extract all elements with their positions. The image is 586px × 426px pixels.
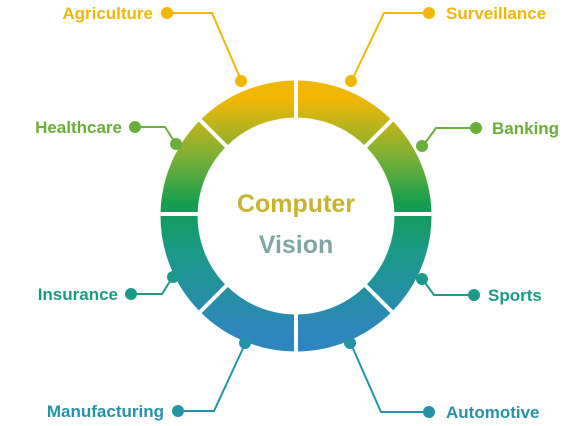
dot-sports-outer xyxy=(468,289,480,301)
ring-separators xyxy=(158,78,434,354)
label-agriculture: Agriculture xyxy=(62,4,153,23)
dot-manufacturing-outer xyxy=(172,405,184,417)
connector-automotive xyxy=(350,343,429,413)
label-sports: Sports xyxy=(488,286,542,305)
label-healthcare: Healthcare xyxy=(35,118,122,137)
dot-automotive-outer xyxy=(423,406,435,418)
dot-insurance-inner xyxy=(167,271,179,283)
ring xyxy=(158,78,434,354)
dot-agriculture-outer xyxy=(161,7,173,19)
connector-agriculture xyxy=(167,12,242,81)
dot-banking-inner xyxy=(416,140,428,152)
connector-insurance xyxy=(131,277,173,295)
dot-surveillance-inner xyxy=(345,75,357,87)
dot-banking-outer xyxy=(470,122,482,134)
dot-manufacturing-inner xyxy=(239,337,251,349)
dot-automotive-inner xyxy=(344,337,356,349)
center-title-line2: Vision xyxy=(259,231,334,259)
label-automotive: Automotive xyxy=(446,403,540,422)
connector-surveillance xyxy=(351,12,429,81)
label-insurance: Insurance xyxy=(38,285,118,304)
dot-insurance-outer xyxy=(125,288,137,300)
dot-agriculture-inner xyxy=(235,75,247,87)
connector-healthcare xyxy=(135,126,177,145)
dot-sports-inner xyxy=(416,273,428,285)
label-surveillance: Surveillance xyxy=(446,4,546,23)
dot-healthcare-inner xyxy=(170,138,182,150)
dot-surveillance-outer xyxy=(423,7,435,19)
connector-banking xyxy=(422,127,476,147)
dot-healthcare-outer xyxy=(129,121,141,133)
label-manufacturing: Manufacturing xyxy=(47,402,164,421)
center-title-line1: Computer xyxy=(237,190,355,218)
connector-sports xyxy=(422,279,474,296)
label-banking: Banking xyxy=(492,119,559,138)
connector-manufacturing xyxy=(178,343,246,412)
